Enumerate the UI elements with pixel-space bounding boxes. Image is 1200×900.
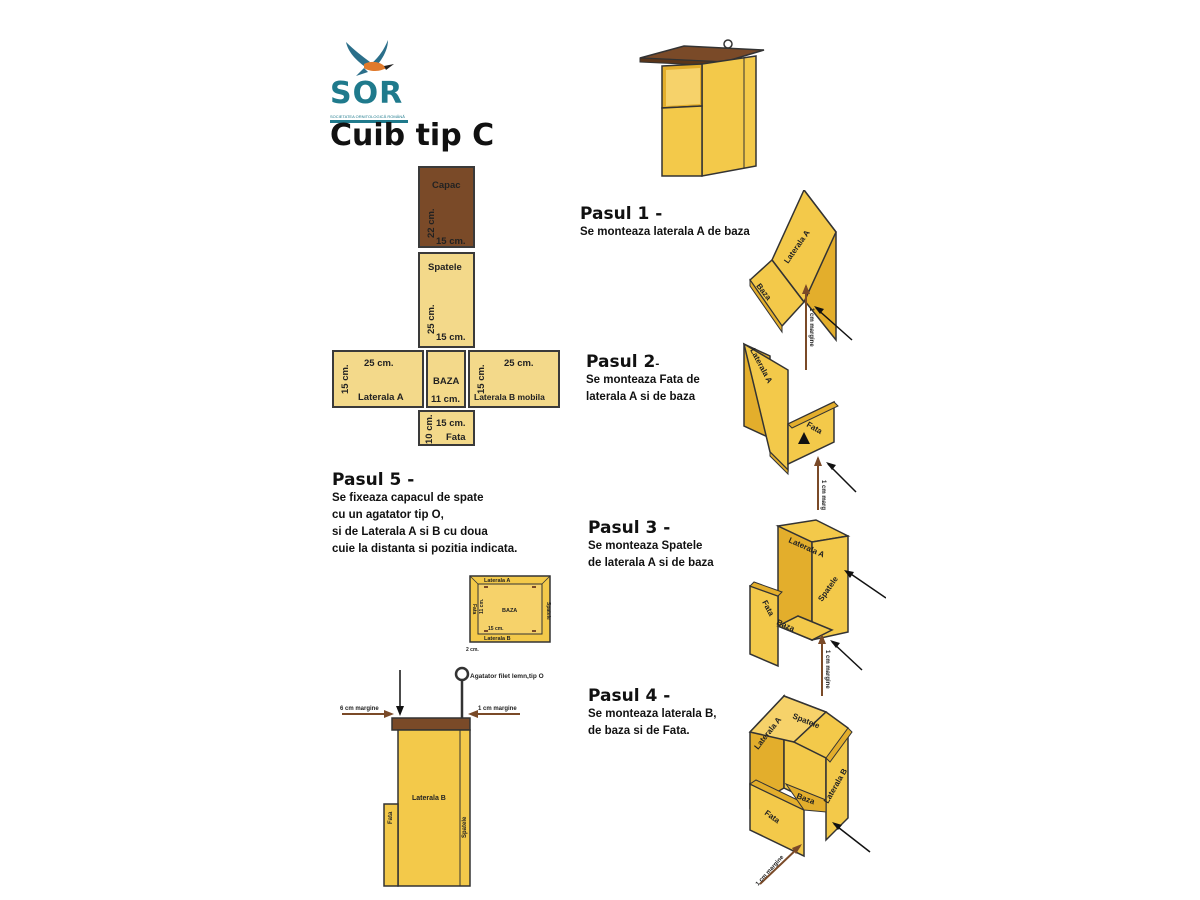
panel-laterala-b: 25 cm. 15 cm. Laterala B mobila <box>468 350 560 408</box>
top-view-label-laterala-a: Laterala A <box>484 578 510 584</box>
panel-spatele-width: 15 cm. <box>436 332 466 343</box>
logo-text: SOR <box>330 76 404 111</box>
bird-logo-icon <box>346 40 394 76</box>
panel-fata-label: Fata <box>446 432 466 443</box>
step-2-suffix: - <box>655 359 660 370</box>
side-view-lid <box>391 717 471 731</box>
panel-baza: BAZA 11 cm. <box>426 350 466 408</box>
panel-capac: Capac 22 cm. 15 cm. <box>418 166 475 248</box>
nest-side <box>701 55 757 177</box>
step-3-label-margine: 1 cm margine <box>824 650 830 689</box>
panel-laterala-a: 25 cm. 15 cm. Laterala A <box>332 350 424 408</box>
panel-spatele-label: Spatele <box>428 262 462 273</box>
step-5-line-1: Se fixeaza capacul de spate <box>332 492 484 504</box>
step-1-title: Pasul 1 - <box>580 204 663 224</box>
step-5-line-2: cu un agatator tip O, <box>332 509 444 521</box>
top-view-label-fata: Fata <box>471 604 477 615</box>
step-5-text: Pasul 5 - Se fixeaza capacul de spate cu… <box>332 470 517 558</box>
page-title: Cuib tip C <box>330 118 495 153</box>
panel-capac-height: 22 cm. <box>426 208 437 238</box>
panel-spatele: Spatele 25 cm. 15 cm. <box>418 252 475 348</box>
step-2-label-margine: 1 cm margine <box>820 480 826 510</box>
panel-spatele-height: 25 cm. <box>426 304 437 334</box>
step-4-title: Pasul 4 - <box>588 686 671 706</box>
step-4-illustration: Laterala A Spatele Laterala B Baza Fata … <box>748 694 871 887</box>
step-4-line-2: de baza si de Fata. <box>588 725 690 737</box>
top-view-label-laterala-b: Laterala B <box>484 636 511 642</box>
side-view-label-fata: Fata <box>388 811 394 824</box>
panel-laterala-a-height: 15 cm. <box>340 364 351 394</box>
step-5-side-view: Agatator filet lemn,tip O 6 cm margine 1… <box>340 666 544 887</box>
step-1-illustration: Laterala A Baza 1 cm margine <box>749 190 853 370</box>
step-5-line-3: si de Laterala A si B cu doua <box>332 526 488 538</box>
step-5-line-4: cuie la distanta si pozitia indicata. <box>332 543 518 555</box>
top-view-label-spatele: Spatele <box>545 602 551 620</box>
hook-icon <box>454 666 470 682</box>
panel-fata: 10 cm. 15 cm. Fata <box>418 410 475 446</box>
hook-ring <box>723 39 733 49</box>
step-5-title: Pasul 5 - <box>332 470 415 490</box>
logo: SOR SOCIETATEA ORNITOLOGICĂ ROMÂNĂ <box>328 36 418 123</box>
step-5-top-view: Laterala A Laterala B BAZA Fata Spatele … <box>466 575 551 653</box>
side-view-label-6cm: 6 cm margine <box>340 706 379 712</box>
side-view-label-1cm: 1 cm margine <box>478 706 517 712</box>
side-view-label-spatele: Spatele <box>462 816 468 838</box>
assembled-nest-illustration <box>639 39 765 177</box>
side-view-label-laterala-b: Laterala B <box>412 795 446 802</box>
step-2-line-2: laterala A si de baza <box>586 391 696 403</box>
panel-fata-height: 10 cm. <box>424 414 435 444</box>
top-view-dim-2: 2 cm. <box>466 647 479 653</box>
top-view-dim-11: 11 cm. <box>479 598 485 614</box>
step-2-line-1: Se monteaza Fata de <box>586 374 700 386</box>
logo-ribbon <box>330 120 408 123</box>
side-view-fata <box>383 803 399 887</box>
panel-capac-width: 15 cm. <box>436 236 466 247</box>
panel-laterala-b-width: 25 cm. <box>504 358 534 369</box>
hook-label: Agatator filet lemn,tip O <box>470 673 544 680</box>
step-3-line-2: de laterala A si de baza <box>588 557 714 569</box>
panel-capac-label: Capac <box>432 180 461 191</box>
step-4-line-1: Se monteaza laterala B, <box>588 708 717 720</box>
panel-laterala-b-label: Laterala B mobila <box>474 392 545 402</box>
panel-laterala-b-height: 15 cm. <box>476 364 487 394</box>
step-2-illustration: Laterala A Fata 1 cm margine <box>742 342 857 510</box>
panel-fata-width: 15 cm. <box>436 418 466 429</box>
step-1-text: Pasul 1 - Se monteaza laterala A de baza <box>580 204 750 241</box>
side-view-laterala-b <box>397 729 471 887</box>
nest-front <box>661 105 703 177</box>
panel-baza-width: 11 cm. <box>431 394 461 405</box>
step-2-text: Pasul 2- Se monteaza Fata de laterala A … <box>586 352 700 406</box>
step-3-title: Pasul 3 - <box>588 518 671 538</box>
step-4-text: Pasul 4 - Se monteaza laterala B, de baz… <box>588 686 716 740</box>
step-3-text: Pasul 3 - Se monteaza Spatele de lateral… <box>588 518 714 572</box>
step-4-label-margine: 1 cm margine <box>755 854 786 887</box>
step-1-label-margine: 1 cm margine <box>808 308 814 347</box>
step-1-line-1: Se monteaza laterala A de baza <box>580 226 750 238</box>
step-3-illustration: Laterala A Spatele Fata Baza 1 cm margin… <box>749 519 886 696</box>
step-3-line-1: Se monteaza Spatele <box>588 540 703 552</box>
panel-laterala-a-label: Laterala A <box>358 392 404 403</box>
logo-subtitle: SOCIETATEA ORNITOLOGICĂ ROMÂNĂ <box>330 114 405 119</box>
top-view-dim-15: 15 cm. <box>488 626 504 632</box>
step-2-title: Pasul 2- <box>586 352 660 372</box>
panel-baza-label: BAZA <box>433 376 460 387</box>
top-view-label-baza: BAZA <box>502 608 517 614</box>
panel-laterala-a-width: 25 cm. <box>364 358 394 369</box>
